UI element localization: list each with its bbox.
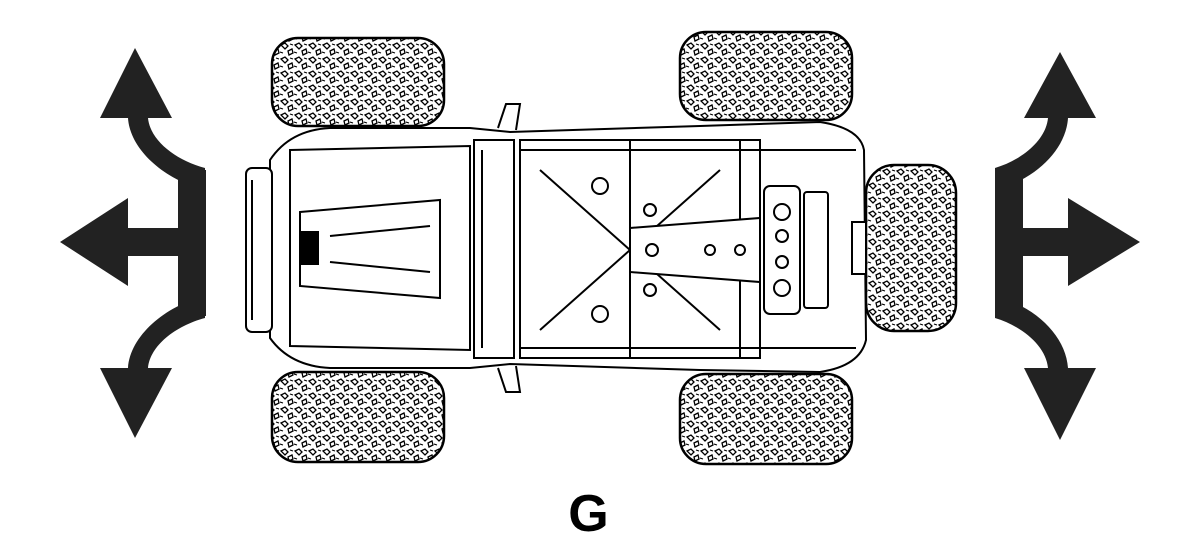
right-arrow-right — [995, 198, 1140, 286]
center-plate — [629, 216, 761, 284]
figure-caption: G — [568, 485, 609, 543]
rear-left-tire — [678, 30, 854, 122]
left-arrow-down — [100, 296, 205, 438]
front-right-tire — [270, 370, 446, 464]
right-arrow-up — [995, 52, 1096, 190]
spare-tire — [864, 163, 958, 333]
right-arrow-trunk — [995, 170, 1023, 316]
left-arrow-trunk — [178, 170, 206, 316]
rear-right-tire — [678, 372, 854, 466]
right-arrow-down — [995, 296, 1096, 440]
windshield — [473, 139, 515, 359]
hood — [289, 144, 471, 352]
rear-hitch — [851, 221, 867, 275]
left-arrow-group — [60, 48, 206, 438]
left-arrow-up — [100, 48, 205, 190]
left-arrow-left — [60, 198, 205, 286]
rear-mount — [763, 185, 801, 315]
front-bumper — [245, 167, 273, 333]
truck-top-view — [245, 30, 958, 466]
right-arrow-group — [995, 52, 1140, 440]
right-mirror — [497, 365, 522, 393]
left-mirror — [497, 103, 522, 131]
front-left-tire — [270, 36, 446, 128]
